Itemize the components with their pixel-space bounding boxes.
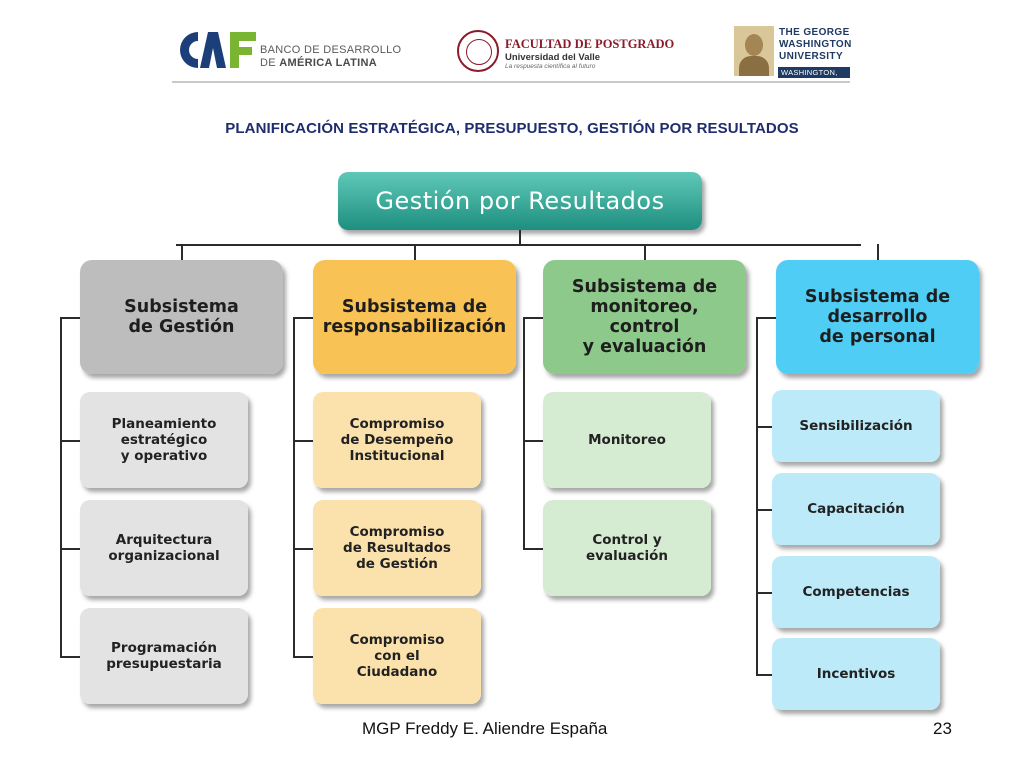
- head-tick-4: [756, 317, 776, 319]
- page-number: 23: [933, 719, 952, 738]
- top-bus: [176, 244, 861, 246]
- subsystem-item-4-1: Sensibilización: [772, 390, 940, 462]
- item-tick-1-2: [60, 548, 80, 550]
- subsystem-item-4-4: Incentivos: [772, 638, 940, 710]
- caf-logo: [172, 28, 397, 72]
- item-tick-2-2: [293, 548, 313, 550]
- facultad-university: Universidad del Valle: [505, 52, 601, 63]
- subsystem-item-3-1: Monitoreo: [543, 392, 711, 488]
- item-tick-4-2: [756, 509, 772, 511]
- column-connector-2: [414, 244, 416, 260]
- gw-portrait-icon: [734, 26, 774, 76]
- head-tick-3: [523, 317, 543, 319]
- gw-line-1: THE GEORGE: [779, 27, 850, 38]
- column-connector-4: [877, 244, 879, 260]
- gw-line-2: WASHINGTON: [779, 39, 852, 50]
- header-divider: [172, 81, 850, 83]
- head-tick-1: [60, 317, 80, 319]
- facultad-name: FACULTAD DE POSTGRADO: [505, 37, 675, 51]
- item-tick-1-3: [60, 656, 80, 658]
- subsystem-item-4-2-label: Capacitación: [807, 501, 905, 517]
- item-tick-4-3: [756, 592, 772, 594]
- gw-line-3: UNIVERSITY: [779, 51, 844, 62]
- column-connector-3: [644, 244, 646, 260]
- slide-title: PLANIFICACIÓN ESTRATÉGICA, PRESUPUESTO, …: [225, 120, 799, 137]
- gw-location: WASHINGTON, DC: [778, 67, 850, 88]
- subsystem-item-4-4-label: Incentivos: [816, 666, 896, 682]
- subsystem-item-4-3-label: Competencias: [802, 584, 910, 600]
- caf-line-2: DE AMÉRICA LATINA: [260, 57, 377, 69]
- column-spine-4: [756, 317, 758, 675]
- item-tick-4-1: [756, 426, 772, 428]
- column-spine-2: [293, 317, 295, 657]
- item-tick-3-1: [523, 440, 543, 442]
- root-node: Gestión por Resultados: [338, 172, 702, 230]
- item-tick-3-2: [523, 548, 543, 550]
- subsystem-item-4-2: Capacitación: [772, 473, 940, 545]
- subsystem-item-4-1-label: Sensibilización: [799, 418, 913, 434]
- subsystem-item-4-3: Competencias: [772, 556, 940, 628]
- caf-line-1: BANCO DE DESARROLLO: [260, 44, 402, 56]
- item-tick-2-1: [293, 440, 313, 442]
- column-spine-3: [523, 317, 525, 549]
- column-connector-1: [181, 244, 183, 260]
- root-connector: [519, 230, 521, 245]
- head-tick-2: [293, 317, 313, 319]
- facultad-tagline: La respuesta científica al futuro: [505, 63, 596, 70]
- caf-logo-text: BANCO DE DESARROLLO DE AMÉRICA LATINA: [260, 44, 401, 70]
- gw-logo-text: THE GEORGE WASHINGTON UNIVERSITY: [779, 27, 852, 63]
- univalle-seal-icon: [457, 30, 499, 72]
- caf-logo-mark: [180, 32, 256, 68]
- item-tick-2-3: [293, 656, 313, 658]
- column-spine-1: [60, 317, 62, 657]
- subsystem-item-3-1-label: Monitoreo: [588, 432, 666, 448]
- item-tick-1-1: [60, 440, 80, 442]
- item-tick-4-4: [756, 674, 772, 676]
- footer-author: MGP Freddy E. Aliendre España: [362, 719, 608, 738]
